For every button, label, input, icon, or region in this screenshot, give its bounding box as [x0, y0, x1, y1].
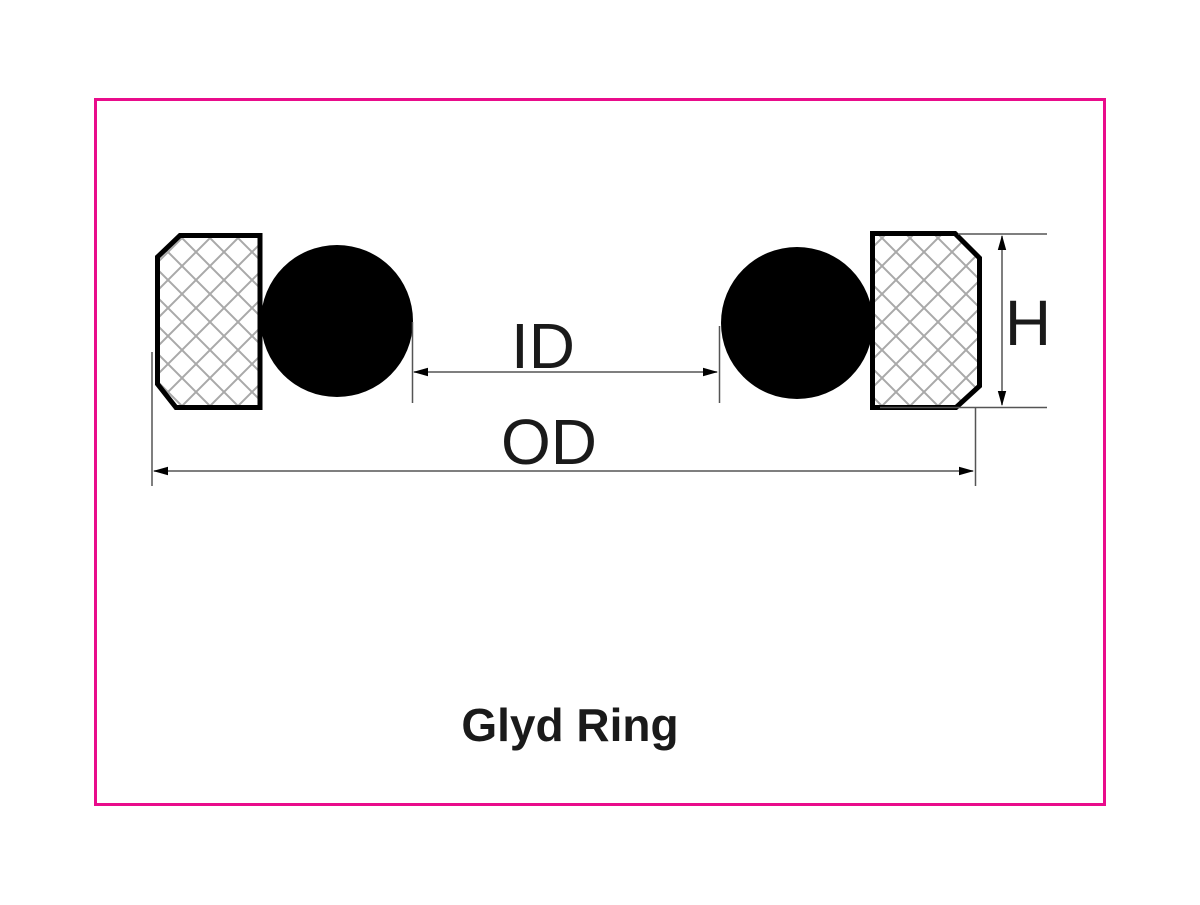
od-dimension [151, 352, 977, 486]
id-dimension [411, 322, 721, 403]
diagram-border [94, 98, 1106, 806]
right-oring-cross-section [721, 247, 873, 399]
od-arrow-left-icon [153, 466, 168, 476]
id-label: ID [511, 310, 575, 382]
od-arrow-right-icon [959, 466, 974, 476]
h-arrow-down-icon [997, 391, 1007, 406]
id-arrow-right-icon [703, 367, 718, 377]
left-seal-cross-section [155, 233, 263, 410]
id-arrow-left-icon [413, 367, 428, 377]
left-oring-cross-section [261, 245, 413, 397]
right-seal-cross-section [870, 231, 982, 410]
h-arrow-up-icon [997, 235, 1007, 250]
h-dimension [880, 233, 1047, 409]
od-label: OD [501, 406, 597, 478]
h-label: H [1005, 287, 1051, 359]
diagram-title: Glyd Ring [461, 699, 678, 751]
